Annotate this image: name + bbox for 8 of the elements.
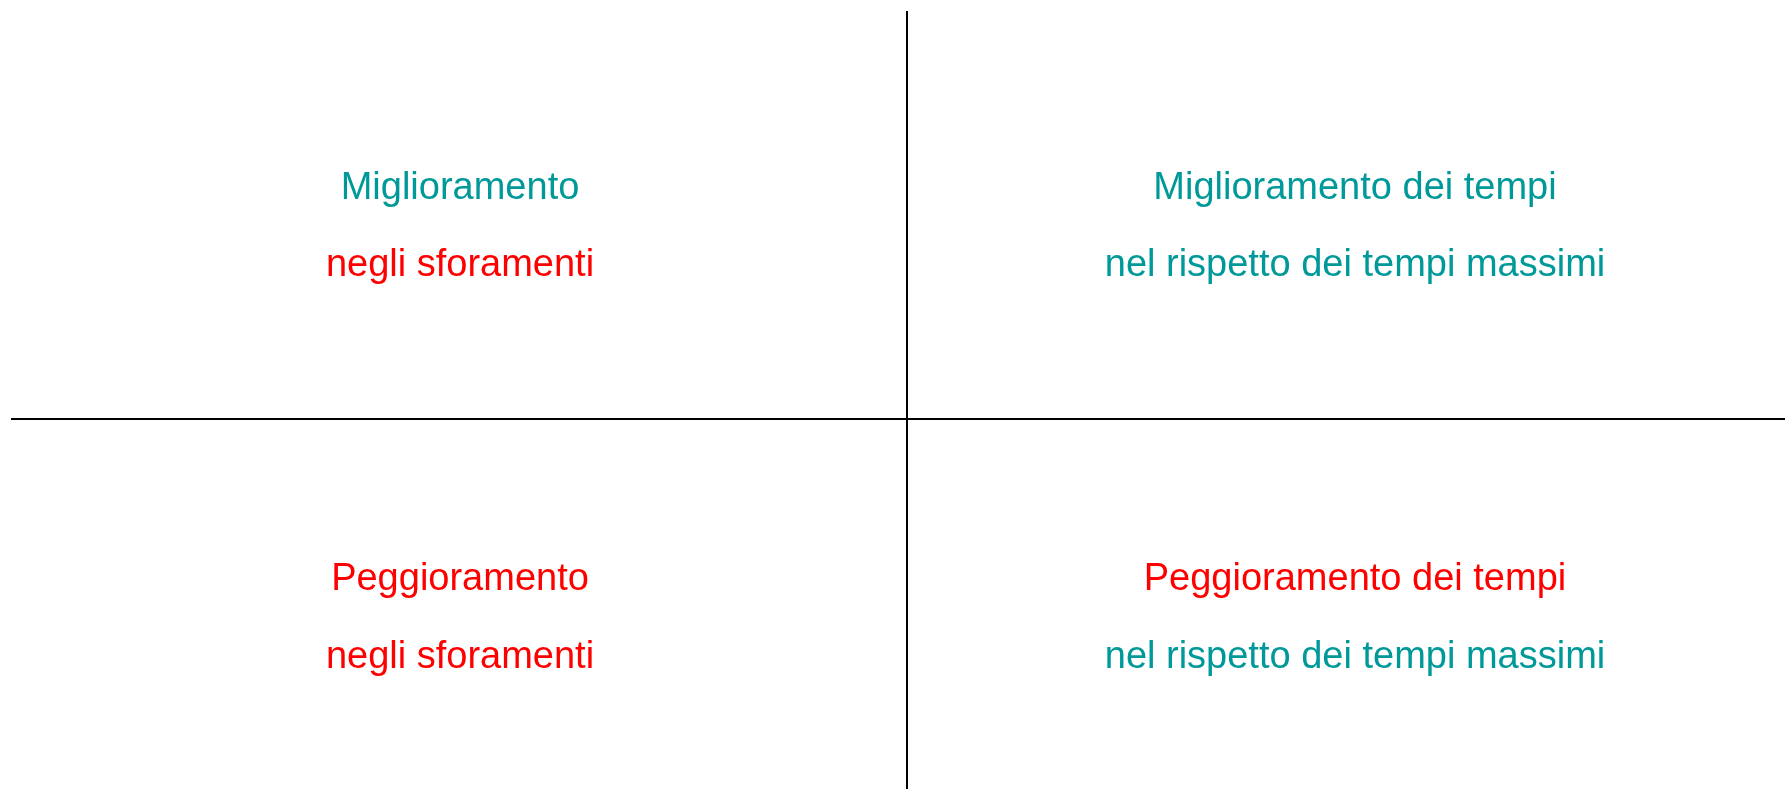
- quadrant-label: nel rispetto dei tempi massimi: [1104, 244, 1606, 282]
- quadrant-label: negli sforamenti: [325, 244, 595, 282]
- quadrant-label: Miglioramento: [340, 167, 580, 205]
- quadrant-label: Peggioramento dei tempi: [1143, 558, 1567, 596]
- quadrant-label: Miglioramento dei tempi: [1153, 167, 1557, 205]
- quadrant-label: Peggioramento: [331, 558, 589, 596]
- quadrant-label: negli sforamenti: [325, 636, 595, 674]
- quadrant-label: nel rispetto dei tempi massimi: [1104, 636, 1606, 674]
